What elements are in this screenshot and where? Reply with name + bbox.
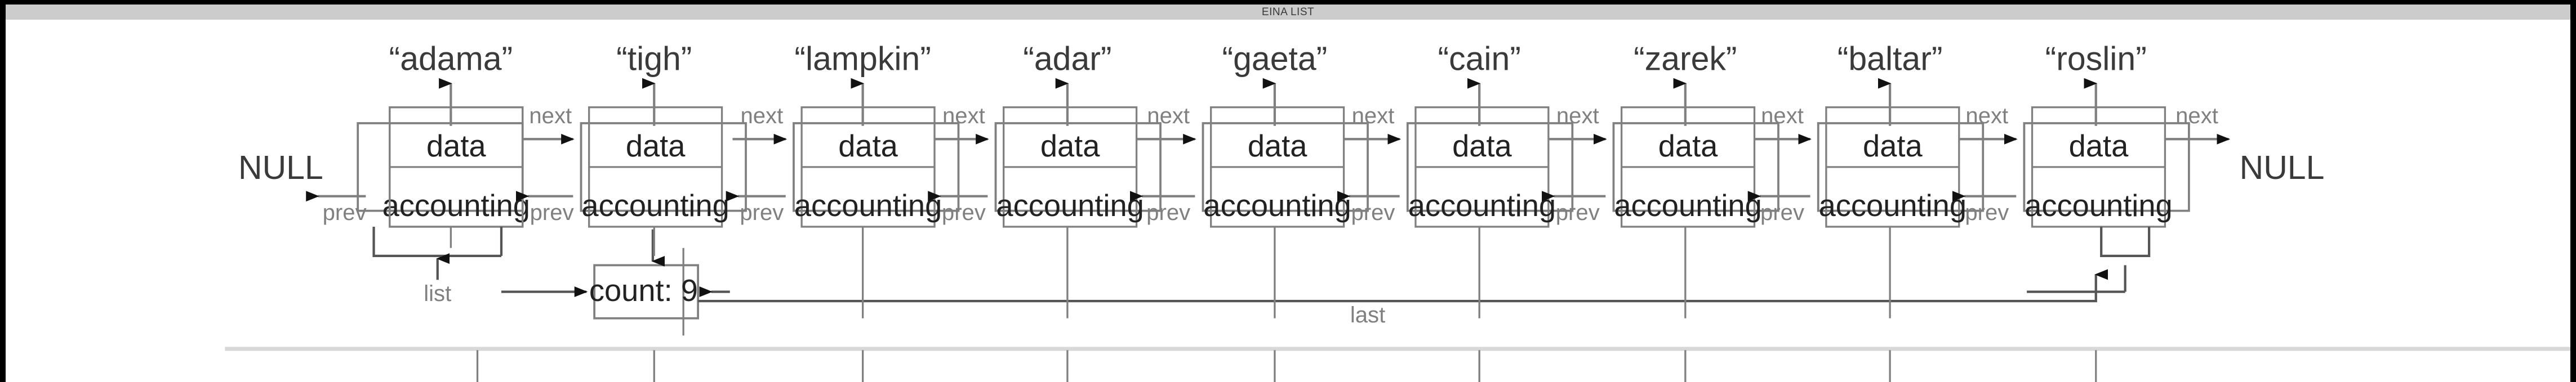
edge-label-next: next <box>1965 104 2008 128</box>
node-accounting-cell: accounting <box>1203 189 1351 223</box>
diagram-canvas[interactable]: “adama” data accounting NULL prev “tigh” <box>6 20 2570 382</box>
accounting-count-box[interactable]: count: 9 <box>589 248 700 336</box>
node-accounting-cell: accounting <box>2025 189 2172 223</box>
edge-label-next: next <box>2175 104 2218 128</box>
node-data-cell: data <box>426 129 486 163</box>
node-name-label: “adama” <box>389 41 513 78</box>
node-accounting-cell: accounting <box>581 189 729 223</box>
node-accounting-cell: accounting <box>382 189 530 223</box>
edge-label-next: next <box>1556 104 1599 128</box>
list-node-5[interactable]: “gaeta” data accounting <box>1202 41 1369 228</box>
tail-null-label: NULL <box>2240 150 2325 186</box>
edge-label-prev: prev <box>1556 200 1600 225</box>
list-node-9[interactable]: “roslin” data accounting <box>2023 41 2190 228</box>
linked-list-diagram: “adama” data accounting NULL prev “tigh” <box>225 41 2570 382</box>
node-name-label: “gaeta” <box>1222 41 1327 78</box>
node-accounting-cell: accounting <box>1408 189 1556 223</box>
node-accounting-cell: accounting <box>1614 189 1761 223</box>
edge-label-prev: prev <box>1760 200 1804 225</box>
node-accounting-cell: accounting <box>794 189 942 223</box>
node-name-label: “cain” <box>1438 41 1520 78</box>
pointer-last-label: last <box>1350 303 1385 327</box>
node-data-cell: data <box>1863 129 1923 163</box>
window-frame: EINA LIST <box>6 5 2570 382</box>
list-node-8[interactable]: “baltar” data accounting <box>1817 41 1985 228</box>
node-data-cell: data <box>1040 129 1100 163</box>
edge-label-prev: prev <box>1965 200 2009 225</box>
edge-label-prev: prev <box>942 200 986 225</box>
pointer-list-label: list <box>424 281 451 306</box>
edge-label-next: next <box>529 104 572 128</box>
edge-label-prev: prev <box>1351 200 1395 225</box>
node-name-label: “roslin” <box>2045 41 2147 78</box>
edge-label-prev: prev <box>323 200 367 225</box>
edge-label-prev: prev <box>530 200 574 225</box>
node-accounting-stubs <box>450 227 1891 318</box>
list-node-6[interactable]: “cain” data accounting <box>1406 41 1574 228</box>
head-null-label: NULL <box>238 150 323 186</box>
node-name-label: “adar” <box>1023 41 1111 78</box>
list-node-4[interactable]: “adar” data accounting <box>994 41 1162 228</box>
edge-label-prev: prev <box>740 200 784 225</box>
node-data-cell: data <box>1452 129 1512 163</box>
node-name-label: “baltar” <box>1838 41 1943 78</box>
node-data-cell: data <box>2069 129 2129 163</box>
list-node-7[interactable]: “zarek” data accounting <box>1612 41 1779 228</box>
count-label: count: 9 <box>589 274 698 308</box>
edge-label-prev: prev <box>1146 200 1190 225</box>
node-accounting-cell: accounting <box>996 189 1144 223</box>
node-accounting-cell: accounting <box>1819 189 1967 223</box>
edge-label-next: next <box>1352 104 1395 128</box>
edge-label-next: next <box>942 104 985 128</box>
edge-label-next: next <box>1147 104 1190 128</box>
pointer-list: list <box>372 227 665 306</box>
edge-label-next: next <box>1761 104 1804 128</box>
node-data-cell: data <box>1248 129 1307 163</box>
list-node-2[interactable]: “tigh” data accounting <box>580 41 747 228</box>
next-panel-columns <box>476 350 2097 382</box>
node-data-cell: data <box>838 129 898 163</box>
list-node-1[interactable]: “adama” data accounting <box>357 41 530 228</box>
list-node-3[interactable]: “lampkin” data accounting <box>793 41 960 228</box>
node-name-label: “lampkin” <box>794 41 931 78</box>
window-title: EINA LIST <box>1261 6 1315 18</box>
node-name-label: “tigh” <box>616 41 692 78</box>
node-name-label: “zarek” <box>1634 41 1737 78</box>
pointer-last: last <box>698 227 2151 327</box>
node-data-cell: data <box>1658 129 1718 163</box>
node-data-cell: data <box>626 129 686 163</box>
edge-label-next: next <box>740 104 783 128</box>
window-titlebar: EINA LIST <box>6 5 2570 20</box>
